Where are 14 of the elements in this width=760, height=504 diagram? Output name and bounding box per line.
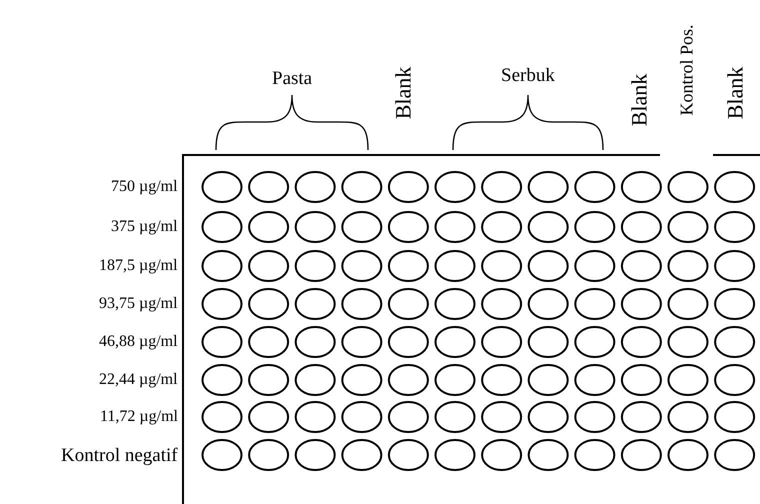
- row-label: 11,72 µg/ml: [100, 409, 178, 425]
- row-label: Kontrol negatif: [61, 446, 178, 464]
- row-label: 46,88 µg/ml: [99, 334, 178, 350]
- group-label: Serbuk: [501, 66, 555, 84]
- row-label: 375 µg/ml: [111, 219, 178, 235]
- row-label: 93,75 µg/ml: [99, 296, 178, 312]
- column-label: Kontrol Pos.: [677, 24, 695, 116]
- column-label: Blank: [628, 74, 650, 126]
- row-label: 750 µg/ml: [111, 179, 178, 195]
- group-label: Pasta: [272, 68, 312, 88]
- column-label: Blank: [392, 66, 414, 120]
- row-label: 187,5 µg/ml: [99, 258, 178, 274]
- row-label: 22,44 µg/ml: [99, 372, 178, 388]
- column-label: Blank: [724, 66, 746, 120]
